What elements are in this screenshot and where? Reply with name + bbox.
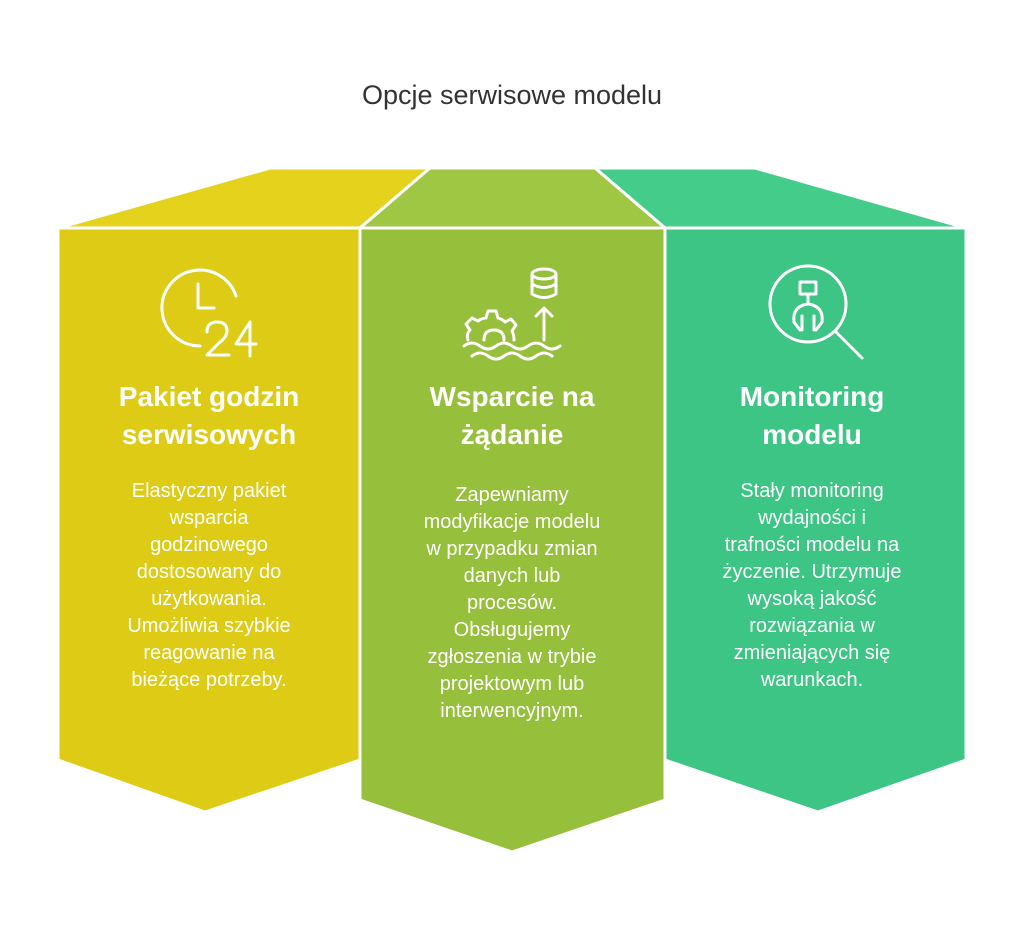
- desc-line: dostosowany do: [136, 561, 282, 583]
- gear-database-upload-icon: [462, 267, 562, 361]
- desc-line: zmieniających się: [733, 642, 891, 664]
- card-title: Pakiet godzin serwisowych: [79, 378, 339, 454]
- desc-line: reagowanie na: [143, 642, 275, 664]
- card-yellow-body: [56, 226, 362, 814]
- desc-line: użytkowania.: [151, 588, 267, 610]
- desc-line: zgłoszenia w trybie: [427, 646, 597, 668]
- desc-line: warunkach.: [760, 669, 864, 691]
- desc-line: wysoką jakość: [747, 588, 877, 610]
- magnifier-robot-icon: [768, 264, 864, 360]
- card-title: Wsparcie na żądanie: [382, 378, 642, 454]
- page-title: Opcje serwisowe modelu: [361, 80, 663, 110]
- desc-line: procesów.: [466, 592, 558, 614]
- card-title-line: modelu: [762, 419, 862, 450]
- desc-line: wsparcia: [169, 507, 249, 529]
- card-title-line: Monitoring: [739, 381, 885, 412]
- desc-line: życzenie. Utrzymuje: [722, 561, 902, 583]
- card-description: Zapewniamy modyfikacje modelu w przypadk…: [392, 482, 632, 725]
- card-title: Monitoring modelu: [682, 378, 942, 454]
- card-green-body: [358, 226, 667, 854]
- card-description: Elastyczny pakiet wsparcia godzinowego d…: [89, 478, 329, 694]
- desc-line: Stały monitoring: [740, 480, 884, 502]
- card-title-line: Pakiet godzin: [118, 381, 300, 412]
- desc-line: danych lub: [463, 565, 561, 587]
- desc-line: projektowym lub: [439, 673, 585, 695]
- desc-line: Elastyczny pakiet: [131, 480, 287, 502]
- clock-24-icon: [160, 268, 258, 358]
- desc-line: rozwiązania w: [749, 615, 875, 637]
- desc-line: interwencyjnym.: [440, 700, 584, 722]
- card-description: Stały monitoring wydajności i trafności …: [692, 478, 932, 694]
- desc-line: Umożliwia szybkie: [127, 615, 291, 637]
- desc-line: wydajności i: [758, 507, 866, 529]
- desc-line: w przypadku zmian: [426, 538, 598, 560]
- card-title-line: Wsparcie na: [429, 381, 595, 412]
- card-title-line: serwisowych: [121, 419, 297, 450]
- desc-line: godzinowego: [150, 534, 268, 556]
- desc-line: Obsługujemy: [453, 619, 571, 641]
- desc-line: Zapewniamy: [455, 484, 569, 506]
- desc-line: trafności modelu na: [724, 534, 900, 556]
- desc-line: modyfikacje modelu: [423, 511, 601, 533]
- card-title-line: żądanie: [460, 419, 564, 450]
- desc-line: bieżące potrzeby.: [131, 669, 287, 691]
